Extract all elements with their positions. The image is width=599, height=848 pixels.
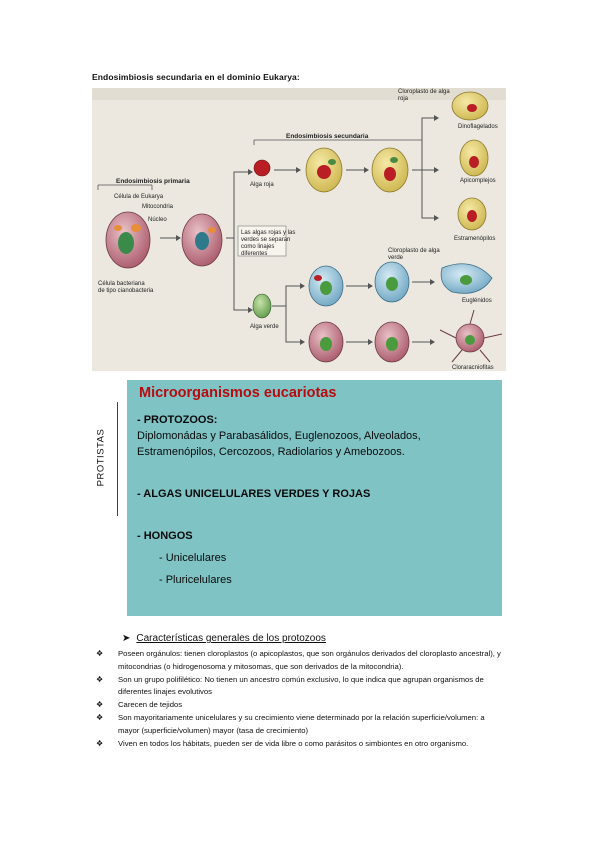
bullet-text: Carecen de tejidos <box>118 700 183 710</box>
algas-line: - ALGAS UNICELULARES VERDES Y ROJAS <box>137 488 371 500</box>
primary-label: Endosimbiosis primaria <box>116 178 190 185</box>
section-heading: ➤ Características generales de los protoz… <box>122 633 326 644</box>
arrow-bullet-icon: ➤ <box>122 633 131 644</box>
secondary-label: Endosimbiosis secundaria <box>286 133 369 140</box>
protozoos-line-2: Estramenópilos, Cercozoos, Radiolarios y… <box>137 446 405 458</box>
label-euglenidos: Euglénidos <box>462 298 492 304</box>
note-line-4: diferentes <box>241 251 267 257</box>
label-alga-verde: Alga verde <box>250 324 279 330</box>
diamond-bullet-icon: ❖ <box>96 649 104 658</box>
list-item: ❖ Viven en todos los hábitats, pueden ser… <box>92 738 506 751</box>
microorganisms-box: Microorganismos eucariotas - PROTOZOOS: … <box>127 380 502 616</box>
page-title: Endosimbiosis secundaria en el dominio E… <box>92 72 300 82</box>
pluricelulares-line: - Pluricelulares <box>159 574 232 586</box>
bullet-text: Son mayoritariamente unicelulares y su c… <box>118 712 485 735</box>
protistas-bracket <box>117 402 124 516</box>
label-bacteria-1: Célula bacteriana <box>98 281 145 287</box>
diamond-bullet-icon: ❖ <box>96 700 104 710</box>
bullet-text: Son un grupo polifilético: No tienen un … <box>118 674 484 697</box>
note-line-1: Las algas rojas y las <box>241 230 295 236</box>
note-line-2: verdes se separan <box>241 237 290 243</box>
secondary-cell-red-1 <box>305 147 343 193</box>
diamond-bullet-icon: ❖ <box>96 674 104 684</box>
diamond-bullet-icon: ❖ <box>96 738 104 748</box>
list-item: ❖ Poseen orgánulos: tienen cloroplastos (… <box>92 648 506 674</box>
label-nucleo: Núcleo <box>148 217 167 223</box>
list-item: ❖ Son un grupo polifilético: No tienen un… <box>92 674 506 700</box>
protozoos-line-1: Diplomonádas y Parabasálidos, Euglenozoo… <box>137 430 421 442</box>
tertiary-cell-green-2 <box>374 321 410 363</box>
protistas-side-label: PROTISTAS <box>95 428 109 488</box>
bullet-text: Viven en todos los hábitats, pueden ser … <box>118 738 469 748</box>
label-cloro-roja-1: Cloroplasto de alga <box>398 89 450 95</box>
diamond-bullet-icon: ❖ <box>96 712 104 722</box>
section-heading-text: Características generales de los protozo… <box>136 633 326 644</box>
red-alga <box>253 159 271 177</box>
endosymbiosis-figure: Endosimbiosis primaria Endosimbiosis sec… <box>92 88 506 371</box>
apicomplexa-cell <box>459 139 489 177</box>
bullet-text: Poseen orgánulos: tienen cloroplastos (o… <box>118 649 501 671</box>
secondary-cell-green-2 <box>308 321 344 363</box>
secondary-cell-green-1 <box>308 265 344 307</box>
unicelulares-line: - Unicelulares <box>159 552 227 564</box>
label-dinoflagelados: Dinoflagelados <box>458 124 498 130</box>
label-alga-roja: Alga roja <box>250 182 274 188</box>
euglenid-cell <box>440 263 493 294</box>
protistas-text: PROTISTAS <box>95 428 107 487</box>
list-item: ❖ Son mayoritariamente unicelulares y su … <box>92 712 506 738</box>
label-celula: Célula de Eukarya <box>114 194 164 200</box>
label-cloro-verde-1: Cloroplasto de alga <box>388 248 440 254</box>
protozoos-heading: - PROTOZOOS: <box>137 414 218 426</box>
endosymbiosis-diagram: Endosimbiosis primaria Endosimbiosis sec… <box>92 88 506 371</box>
note-line-3: como linajes <box>241 244 274 250</box>
label-apicomplejos: Apicomplejos <box>460 178 496 184</box>
box-title: Microorganismos eucariotas <box>139 385 337 401</box>
stramenopile-cell <box>457 197 487 231</box>
primary-cell <box>105 211 151 269</box>
list-item: ❖ Carecen de tejidos <box>92 699 506 712</box>
label-bacteria-2: de tipo cianobacteria <box>98 288 154 294</box>
label-cloro-verde-2: verde <box>388 255 404 261</box>
dinoflagellate-cell <box>451 91 489 121</box>
chlorarachniophyte-cell <box>439 309 503 363</box>
primary-cell-2 <box>181 213 223 267</box>
label-estramenopilos: Estramenópilos <box>454 236 495 242</box>
hongos-line: - HONGOS <box>137 530 193 542</box>
bullet-list: ❖ Poseen orgánulos: tienen cloroplastos (… <box>92 648 506 750</box>
label-cloraracniofitas: Cloraracniofitas <box>452 365 494 371</box>
tertiary-cell-green-1 <box>374 261 410 303</box>
label-mitocondria: Mitocondria <box>142 204 174 210</box>
label-cloro-roja-2: roja <box>398 96 409 102</box>
secondary-cell-red-2 <box>371 147 409 193</box>
green-alga <box>252 293 272 319</box>
